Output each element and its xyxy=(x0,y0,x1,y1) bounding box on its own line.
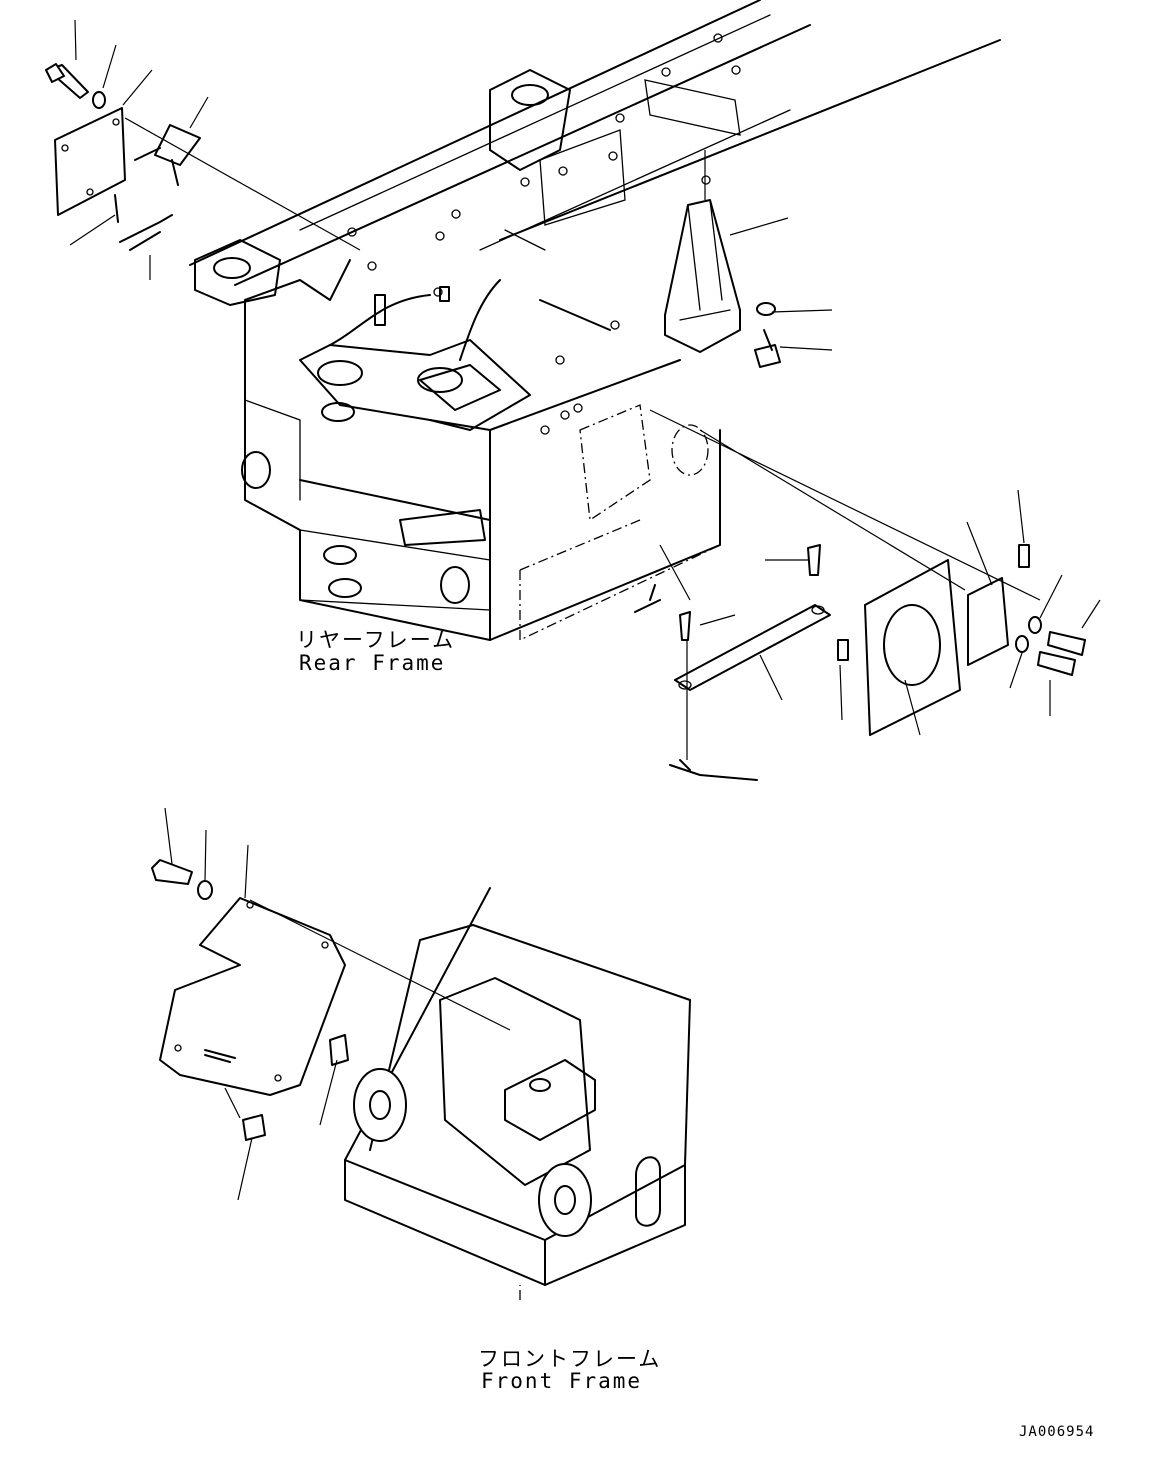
rear-cover-plate-group xyxy=(45,19,361,280)
rear-frame-label-jp: リヤーフレーム xyxy=(296,628,456,652)
rear-right-cover-group xyxy=(649,409,1101,736)
front-frame-label-en: Front Frame xyxy=(481,1369,643,1393)
front-frame xyxy=(344,887,691,1300)
front-frame-label-jp: フロントフレーム xyxy=(478,1347,662,1371)
front-cover-plate-group xyxy=(151,807,511,1201)
rear-support-bracket xyxy=(664,150,833,368)
rear-frame-label-en: Rear Frame xyxy=(299,651,446,675)
rear-frame xyxy=(189,0,1001,642)
rear-link-arm xyxy=(634,544,831,781)
drawing-id: JA006954 xyxy=(1019,1424,1095,1440)
